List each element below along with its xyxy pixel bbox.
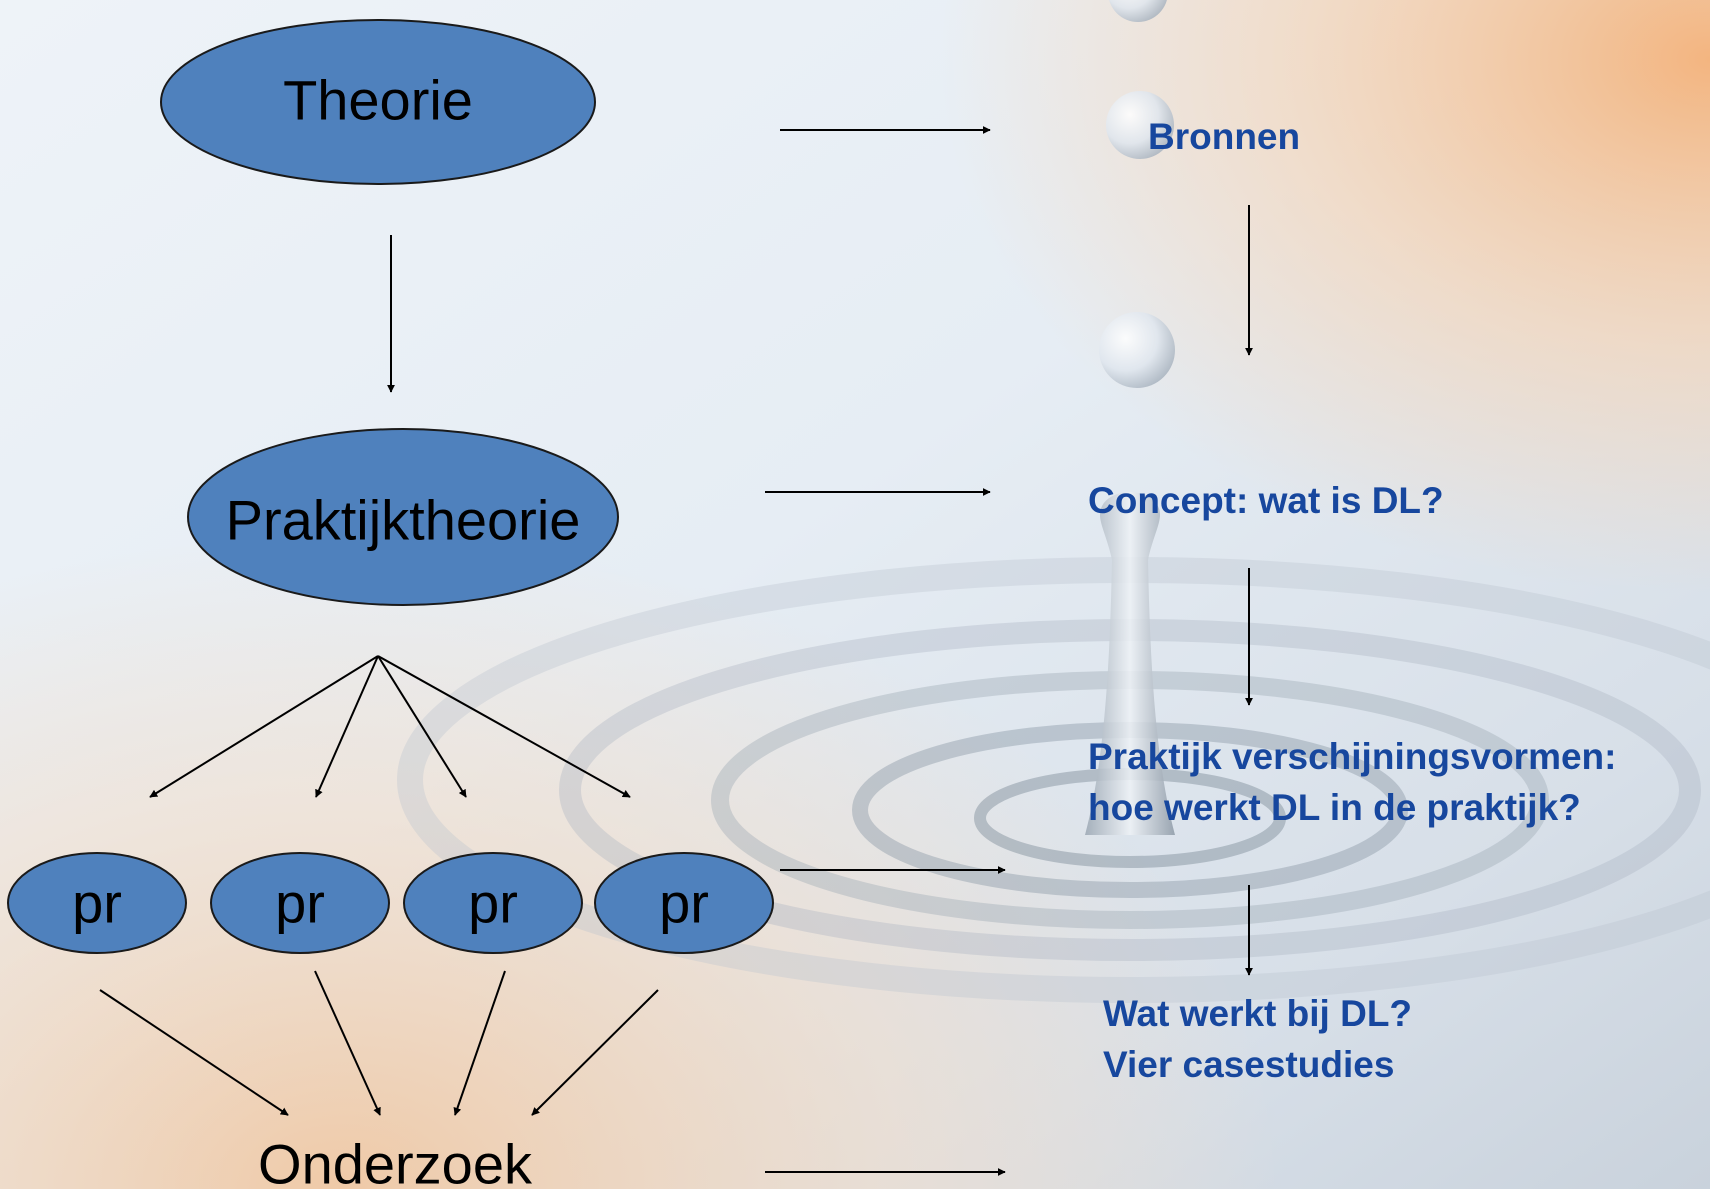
step-bronnen: Bronnen xyxy=(1148,116,1301,157)
node-pr-2-shape xyxy=(210,852,390,954)
node-pr-3-shape xyxy=(403,852,583,954)
node-pr-1: pr xyxy=(7,852,187,954)
arrow-praktijktheorie-to-pr-1 xyxy=(149,655,379,798)
step-concept: Concept: wat is DL? xyxy=(1088,480,1444,521)
node-pr-3: pr xyxy=(403,852,583,954)
node-pr-4-shape xyxy=(594,852,774,954)
node-pr-2-label: pr xyxy=(275,872,325,935)
step-wat-werkt-line-1: Wat werkt bij DL? xyxy=(1103,993,1413,1034)
arrow-praktijktheorie-to-pr-4 xyxy=(377,655,631,798)
arrow-pr-1-to-onderzoek xyxy=(99,989,289,1116)
step-wat-werkt: Wat werkt bij DL? Vier casestudies xyxy=(1103,988,1412,1090)
node-onderzoek-label: Onderzoek xyxy=(258,1133,533,1189)
step-praktijk-line-2: hoe werkt DL in de praktijk? xyxy=(1088,787,1581,828)
arrow-pr-2-to-onderzoek xyxy=(314,970,381,1116)
arrow-pr-4-to-onderzoek xyxy=(531,989,659,1116)
node-pr-4-label: pr xyxy=(659,872,709,935)
step-praktijk-line-1: Praktijk verschijningsvormen: xyxy=(1088,736,1617,777)
node-praktijktheorie: Praktijktheorie xyxy=(187,428,619,606)
node-theorie-label: Theorie xyxy=(283,69,473,132)
node-praktijktheorie-shape xyxy=(187,428,619,606)
node-pr-3-label: pr xyxy=(468,872,518,935)
arrow-pr-3-to-onderzoek xyxy=(453,970,506,1116)
arrow-praktijktheorie-to-pr-2 xyxy=(315,655,379,798)
node-pr-2: pr xyxy=(210,852,390,954)
node-pr-1-label: pr xyxy=(72,872,122,935)
node-praktijktheorie-label: Praktijktheorie xyxy=(226,489,581,552)
arrow-praktijktheorie-to-pr-3 xyxy=(377,655,467,798)
node-theorie-shape xyxy=(160,19,596,185)
node-pr-4: pr xyxy=(594,852,774,954)
step-praktijk-verschijningsvormen: Praktijk verschijningsvormen: hoe werkt … xyxy=(1088,731,1616,833)
node-pr-1-shape xyxy=(7,852,187,954)
node-theorie: Theorie xyxy=(160,19,596,185)
step-wat-werkt-line-2: Vier casestudies xyxy=(1103,1044,1395,1085)
